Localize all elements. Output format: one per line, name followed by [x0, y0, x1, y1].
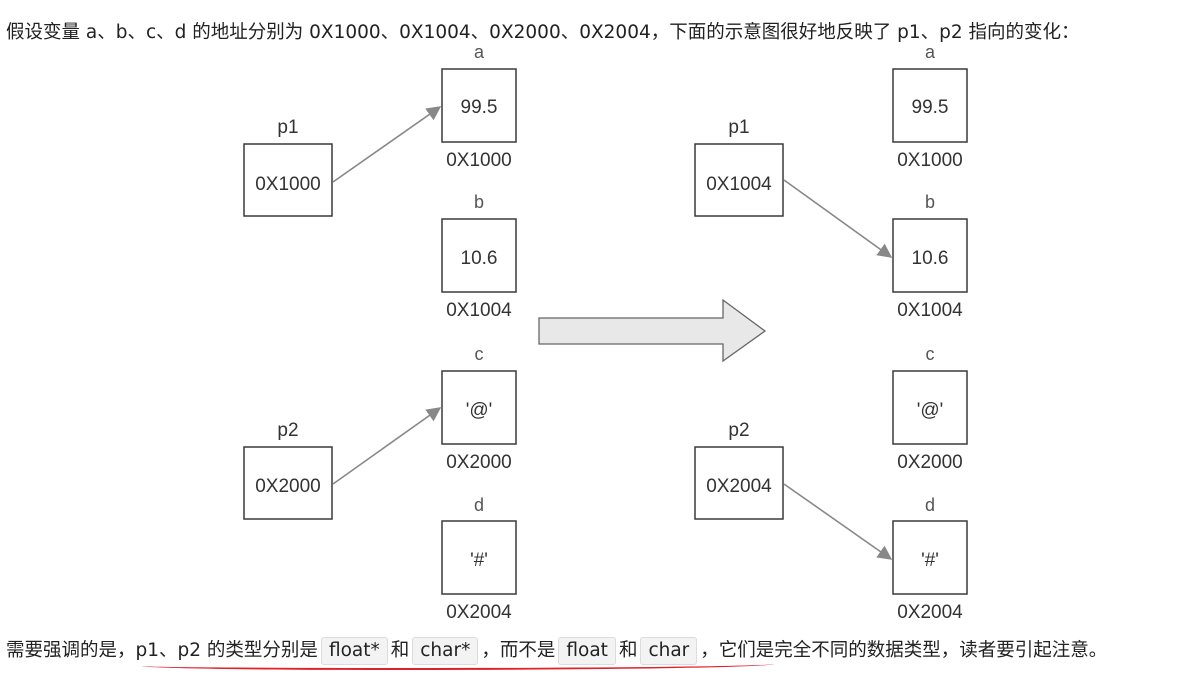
var-a-name: a — [474, 42, 485, 62]
var-d-value-after: '#' — [921, 550, 939, 571]
p2-arrow — [332, 407, 442, 485]
transition-arrow — [538, 298, 767, 363]
note-and-2: 和 — [618, 640, 638, 661]
intro-paragraph: 假设变量 a、b、c、d 的地址分别为 0X1000、0X1004、0X2000… — [6, 22, 1080, 43]
var-d-addr: 0X2004 — [446, 602, 512, 623]
var-b-box — [441, 218, 517, 293]
p2-arrow-after — [783, 483, 893, 560]
p2-box-after — [694, 446, 784, 520]
var-a-box-after — [892, 68, 968, 143]
var-a-addr-after: 0X1000 — [897, 150, 963, 171]
p1-label: p1 — [277, 117, 298, 138]
p1-value: 0X1000 — [255, 174, 321, 195]
note-text-4: ，它们是完全不同的数据类型，读者要引起注意。 — [700, 640, 1108, 661]
var-d-value: '#' — [470, 550, 488, 571]
note-and-1: 和 — [390, 640, 410, 661]
p2-value-after: 0X2004 — [706, 476, 772, 497]
var-d-box-after — [892, 520, 968, 595]
var-c-name: c — [475, 344, 484, 364]
var-a-box — [441, 68, 517, 143]
var-b-addr: 0X1004 — [446, 300, 512, 321]
var-d-name-after: d — [925, 495, 935, 515]
var-c-value: '@' — [466, 400, 493, 421]
var-a-addr: 0X1000 — [446, 150, 512, 171]
var-b-value: 10.6 — [461, 248, 498, 269]
var-c-box — [441, 370, 517, 445]
var-b-box-after — [892, 218, 968, 293]
var-a-name-after: a — [925, 42, 936, 62]
var-d-name: d — [474, 495, 484, 515]
var-a-value-after: 99.5 — [912, 97, 949, 118]
p1-label-after: p1 — [728, 117, 749, 138]
p1-arrow — [332, 106, 442, 183]
p1-value-after: 0X1004 — [706, 174, 772, 195]
var-a-value: 99.5 — [461, 97, 498, 118]
p2-box — [243, 446, 333, 520]
p2-label: p2 — [277, 420, 298, 441]
p1-arrow-after — [783, 179, 893, 258]
note-text-2: p1、p2 的类型分别是 — [135, 640, 318, 661]
var-b-addr-after: 0X1004 — [897, 300, 963, 321]
var-d-box — [441, 520, 517, 595]
var-d-addr-after: 0X2004 — [897, 602, 963, 623]
var-b-name-after: b — [925, 192, 935, 212]
var-c-addr: 0X2000 — [446, 452, 512, 473]
var-c-name-after: c — [926, 344, 935, 364]
p2-label-after: p2 — [728, 420, 749, 441]
before-state: a 99.5 0X1000 b 10.6 0X1004 c '@' 0X2000… — [243, 42, 517, 623]
var-c-box-after — [892, 370, 968, 445]
pointer-diagram: a 99.5 0X1000 b 10.6 0X1004 c '@' 0X2000… — [243, 42, 968, 623]
var-c-value-after: '@' — [917, 400, 944, 421]
after-state: a 99.5 0X1000 b 10.6 0X1004 c '@' 0X2000… — [694, 42, 968, 623]
p2-value: 0X2000 — [255, 476, 321, 497]
p1-box — [243, 143, 333, 217]
note-text-3: ，而不是 — [481, 640, 556, 661]
red-underline-mark — [142, 660, 774, 670]
var-b-name: b — [474, 192, 484, 212]
var-c-addr-after: 0X2000 — [897, 452, 963, 473]
var-b-value-after: 10.6 — [912, 248, 949, 269]
note-text-1: 需要强调的是， — [6, 640, 136, 661]
p1-box-after — [694, 143, 784, 217]
